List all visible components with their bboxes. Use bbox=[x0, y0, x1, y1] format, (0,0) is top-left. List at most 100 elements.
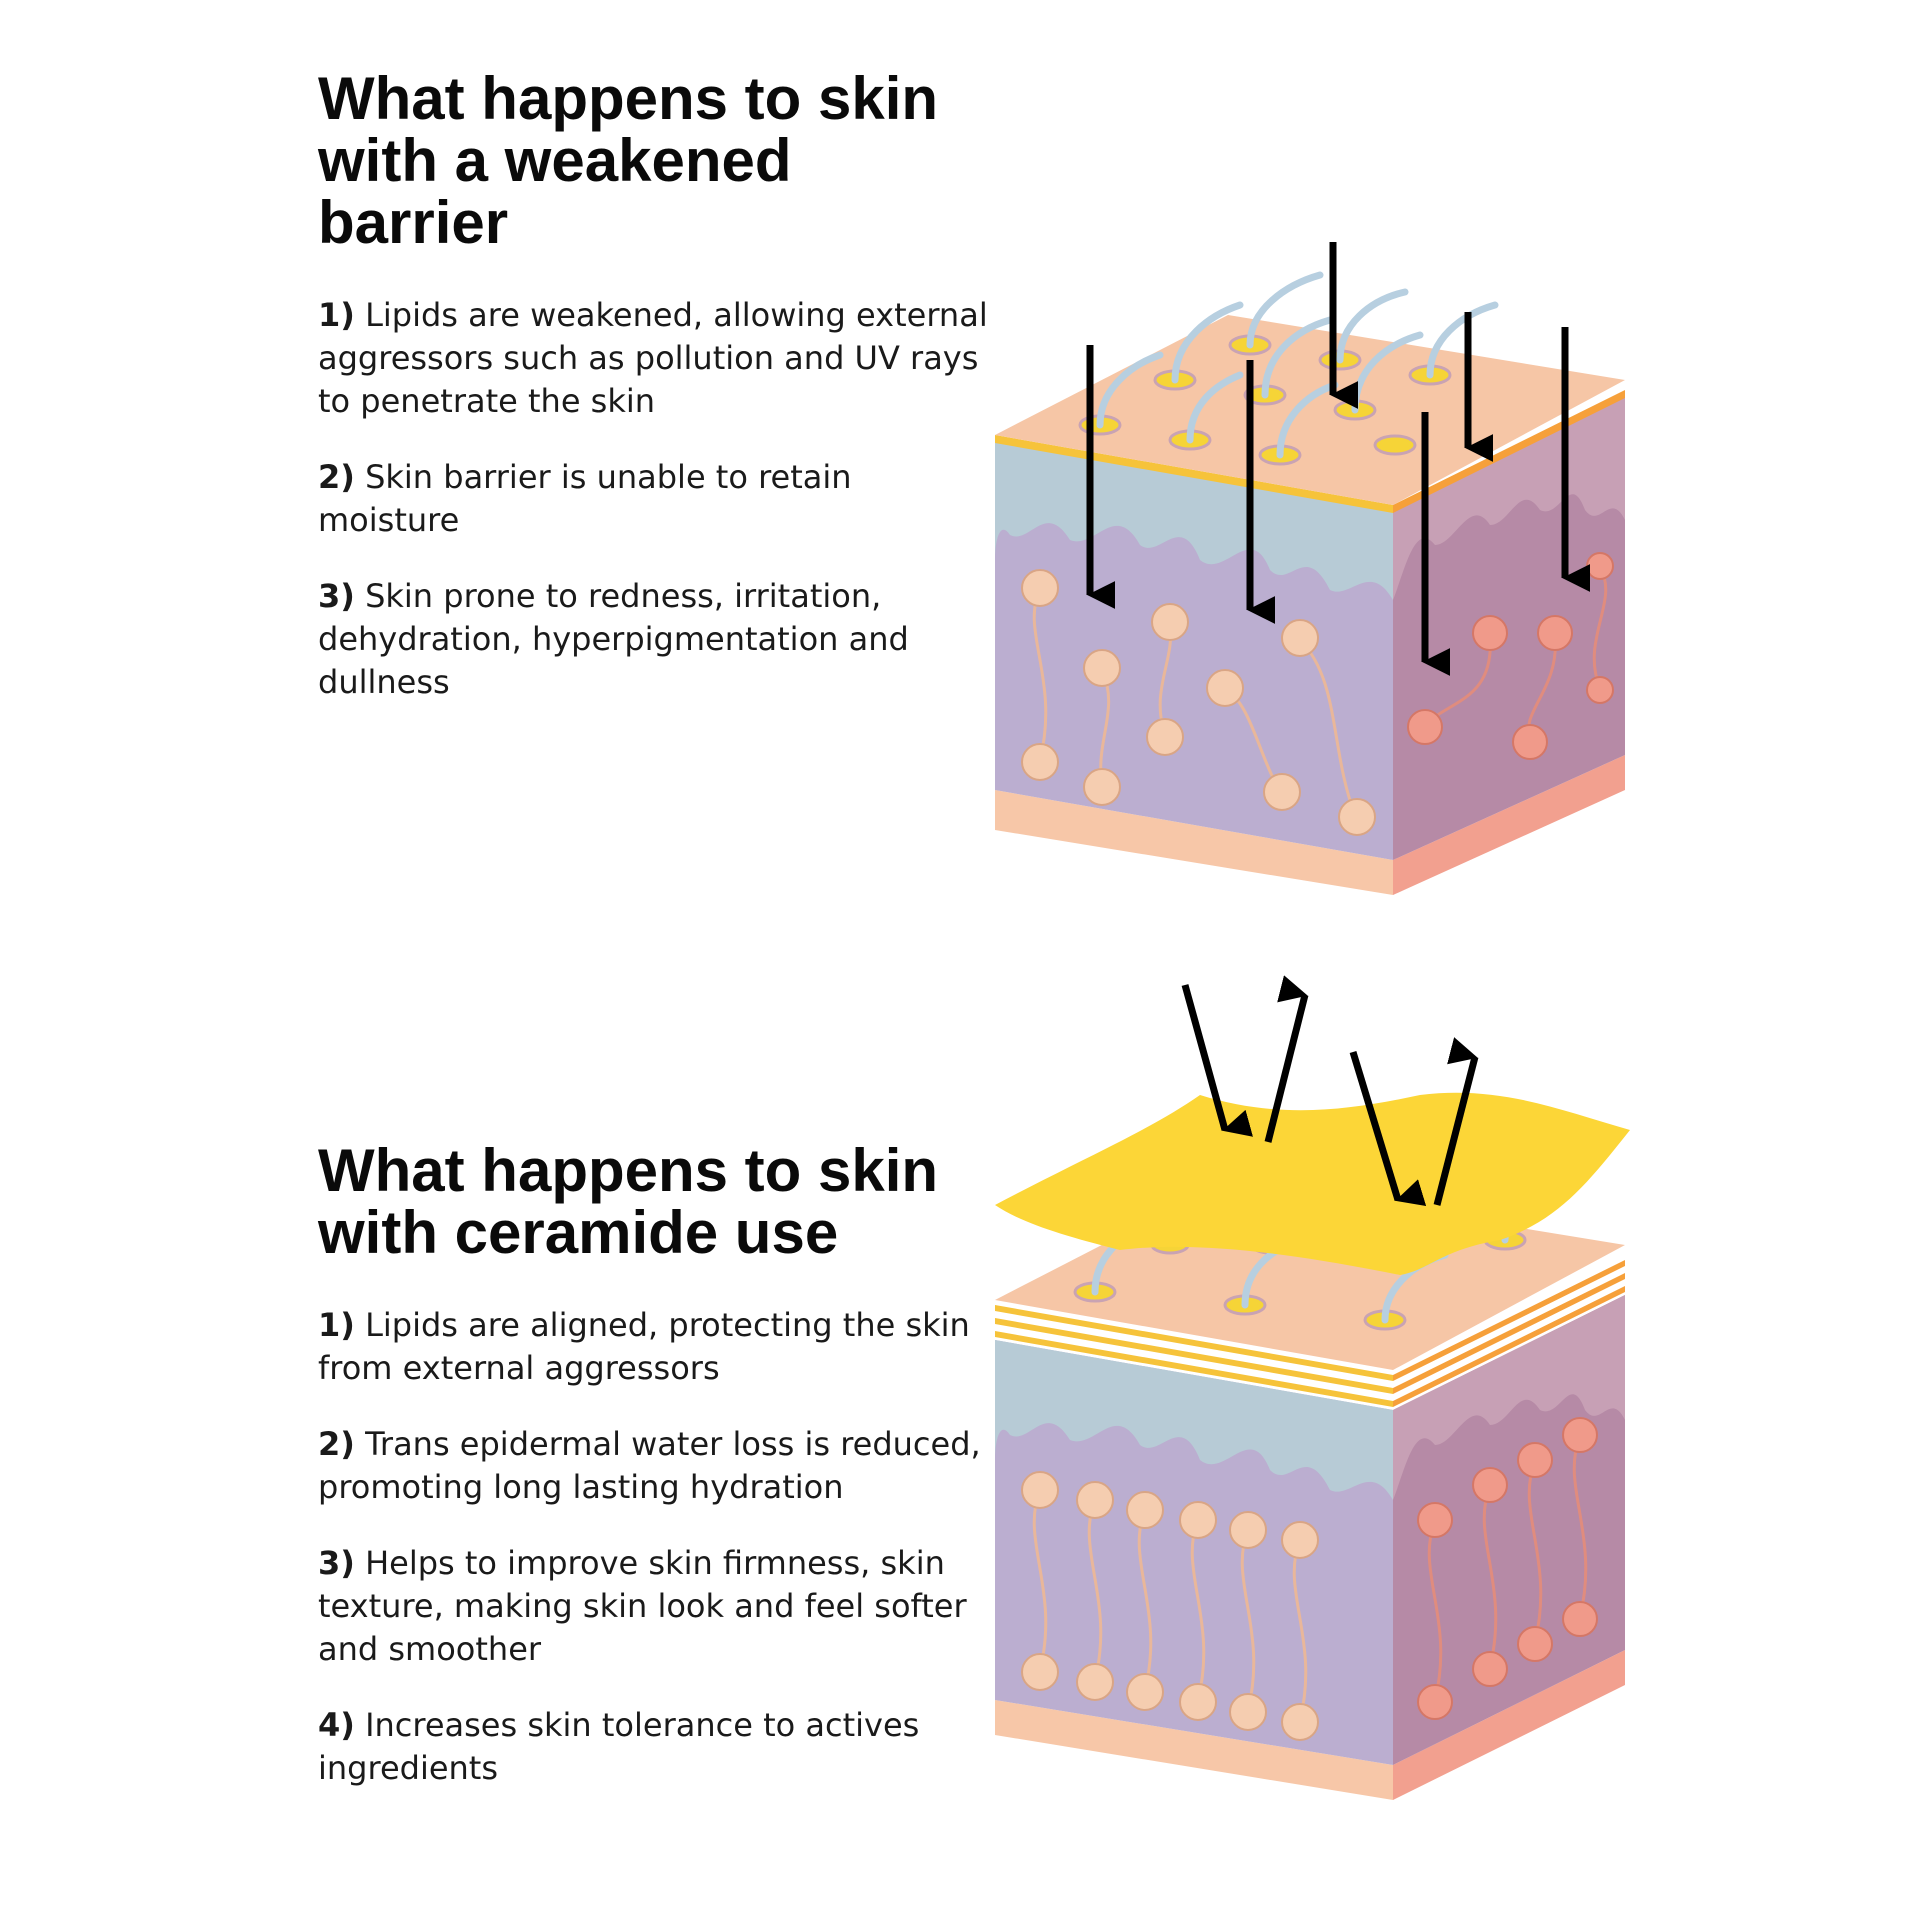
hair bbox=[1171, 301, 1244, 384]
lipid-tail bbox=[1190, 1519, 1206, 1701]
lipid-tail bbox=[1137, 1509, 1153, 1691]
barrier-line-side bbox=[1393, 1260, 1625, 1381]
hair bbox=[1261, 316, 1334, 399]
barrier-line-front bbox=[995, 1318, 1393, 1394]
weakened-point-2: 2) Skin barrier is unable to retain mois… bbox=[318, 456, 998, 542]
epidermis-front bbox=[995, 440, 1393, 600]
lipid-head bbox=[1179, 1501, 1217, 1539]
ceramide-sheet bbox=[995, 1092, 1630, 1275]
point-text: Skin barrier is unable to retain moistur… bbox=[318, 458, 852, 539]
lipid-head bbox=[1338, 798, 1376, 836]
lipid-tail bbox=[1087, 1499, 1103, 1681]
point-text: Lipids are aligned, protecting the skin … bbox=[318, 1306, 970, 1387]
lipid-head bbox=[1562, 1601, 1598, 1637]
lipids-side bbox=[1407, 552, 1614, 760]
point-text: Increases skin tolerance to actives ingr… bbox=[318, 1706, 920, 1787]
hair bbox=[1426, 301, 1499, 379]
aligned-barrier-lines bbox=[995, 1260, 1625, 1407]
lipid-head bbox=[1562, 1417, 1598, 1453]
hair bbox=[1246, 271, 1324, 349]
lipid-head bbox=[1512, 724, 1548, 760]
lipid-head bbox=[1517, 1626, 1553, 1662]
point-text: Helps to improve skin firmness, skin tex… bbox=[318, 1544, 967, 1668]
lipid-tail bbox=[1292, 1539, 1308, 1721]
base-layer-front bbox=[995, 790, 1393, 895]
pore bbox=[1373, 434, 1417, 456]
section-title-weakened: What happens to skin with a weakened bar… bbox=[318, 65, 939, 256]
lipid-head bbox=[1407, 709, 1443, 745]
lipid-head bbox=[1021, 1653, 1059, 1691]
weakened-point-1: 1) Lipids are weakened, allowing externa… bbox=[318, 294, 998, 423]
lipid-head bbox=[1281, 1521, 1319, 1559]
lipids-front bbox=[1021, 1471, 1319, 1741]
barrier-line-side bbox=[1393, 1286, 1625, 1407]
lipid-head bbox=[1417, 1502, 1453, 1538]
lipid-head bbox=[1229, 1693, 1267, 1731]
hair bbox=[1276, 381, 1339, 459]
lipid-head bbox=[1472, 1651, 1508, 1687]
barrier-line-front bbox=[995, 1331, 1393, 1407]
ceramide-skin-block-illustration bbox=[995, 975, 1630, 1800]
lipid-head bbox=[1021, 569, 1059, 607]
barrier-line-side bbox=[1393, 1273, 1625, 1394]
lipid-head bbox=[1076, 1663, 1114, 1701]
lipid-head bbox=[1517, 1442, 1553, 1478]
lipid-head bbox=[1537, 615, 1573, 651]
weakened-barrier-text: What happens to skin with a weakened bar… bbox=[318, 68, 998, 737]
weakened-skin-block-illustration bbox=[995, 242, 1625, 895]
barrier-line-front bbox=[995, 1305, 1393, 1381]
lipid-tail bbox=[1527, 1461, 1543, 1643]
point-number: 3) bbox=[318, 1544, 355, 1582]
lipid-head bbox=[1076, 1481, 1114, 1519]
deflected-arrows bbox=[1181, 975, 1479, 1207]
lipid-head bbox=[1472, 1467, 1508, 1503]
lipid-head bbox=[1083, 768, 1121, 806]
lipid-head bbox=[1126, 1491, 1164, 1529]
ceramide-point-2: 2) Trans epidermal water loss is reduced… bbox=[318, 1423, 998, 1509]
point-number: 2) bbox=[318, 458, 355, 496]
lipid-head bbox=[1472, 615, 1508, 651]
arrow-outgoing bbox=[1264, 975, 1309, 1143]
lipid-head bbox=[1126, 1673, 1164, 1711]
lipid-head bbox=[1586, 552, 1614, 580]
barrier-line-front bbox=[995, 435, 1393, 513]
lipid-head bbox=[1417, 1684, 1453, 1720]
epidermis-front bbox=[995, 1340, 1393, 1500]
lipid-tail bbox=[1482, 1486, 1498, 1668]
base-layer-side bbox=[1393, 755, 1625, 895]
lipid-tail bbox=[1427, 1521, 1443, 1701]
point-number: 3) bbox=[318, 577, 355, 615]
lipid-head bbox=[1586, 676, 1614, 704]
arrow-outgoing bbox=[1433, 1037, 1479, 1206]
hair bbox=[1096, 351, 1164, 429]
lipids-front bbox=[1021, 569, 1376, 836]
lipid-tail bbox=[1298, 638, 1357, 816]
lipids-side bbox=[1417, 1417, 1598, 1720]
hair bbox=[1186, 371, 1244, 444]
lipid-head bbox=[1179, 1683, 1217, 1721]
aggressor-arrows bbox=[1086, 242, 1591, 676]
lipid-head bbox=[1146, 718, 1184, 756]
point-text: Skin prone to redness, irritation, dehyd… bbox=[318, 577, 909, 701]
ceramide-point-3: 3) Helps to improve skin firmness, skin … bbox=[318, 1542, 998, 1671]
lipid-head bbox=[1281, 619, 1319, 657]
lipid-tail bbox=[1592, 567, 1608, 689]
lipid-head bbox=[1263, 773, 1301, 811]
ceramide-use-text: What happens to skin with ceramide use 1… bbox=[318, 1140, 998, 1823]
base-layer-side bbox=[1393, 1650, 1625, 1800]
section-title-ceramide: What happens to skin with ceramide use bbox=[318, 1137, 939, 1266]
point-number: 4) bbox=[318, 1706, 355, 1744]
point-text: Trans epidermal water loss is reduced, p… bbox=[318, 1425, 981, 1506]
lipid-head bbox=[1229, 1511, 1267, 1549]
lipid-head bbox=[1206, 669, 1244, 707]
epidermis-side bbox=[1393, 1295, 1625, 1500]
ceramide-point-4: 4) Increases skin tolerance to actives i… bbox=[318, 1704, 998, 1790]
point-number: 1) bbox=[318, 296, 355, 334]
lipid-head bbox=[1021, 743, 1059, 781]
arrow-incoming bbox=[1181, 984, 1254, 1137]
point-number: 2) bbox=[318, 1425, 355, 1463]
point-text: Lipids are weakened, allowing external a… bbox=[318, 296, 988, 420]
lipid-head bbox=[1021, 1471, 1059, 1509]
arrow-incoming bbox=[1349, 1050, 1427, 1207]
base-layer-front bbox=[995, 1700, 1393, 1800]
